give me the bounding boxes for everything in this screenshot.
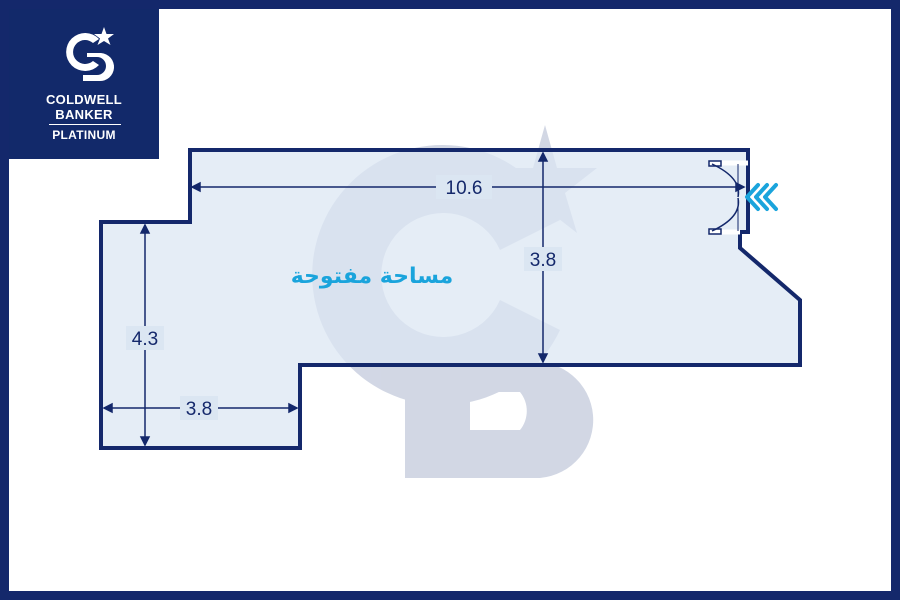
brand-divider [49, 124, 121, 125]
brand-logo: COLDWELL BANKER PLATINUM [9, 9, 159, 159]
room-label: مساحة مفتوحة [291, 264, 454, 289]
dimension-label-top: 10.6 [446, 178, 483, 199]
double-door-entrance-icon [708, 160, 748, 235]
entrance-arrow-icon [745, 183, 778, 211]
brand-name-line1: COLDWELL [45, 92, 123, 107]
watermark-b [405, 360, 594, 478]
dimension-label-bottom: 3.8 [186, 399, 212, 420]
dimension-label-left: 4.3 [132, 329, 158, 350]
room-outline [99, 148, 802, 450]
coldwell-banker-monogram-icon [66, 27, 115, 82]
brand-tagline: PLATINUM [52, 128, 116, 142]
brand-name-line2: BANKER [55, 107, 113, 122]
dimension-label-right: 3.8 [530, 250, 556, 271]
